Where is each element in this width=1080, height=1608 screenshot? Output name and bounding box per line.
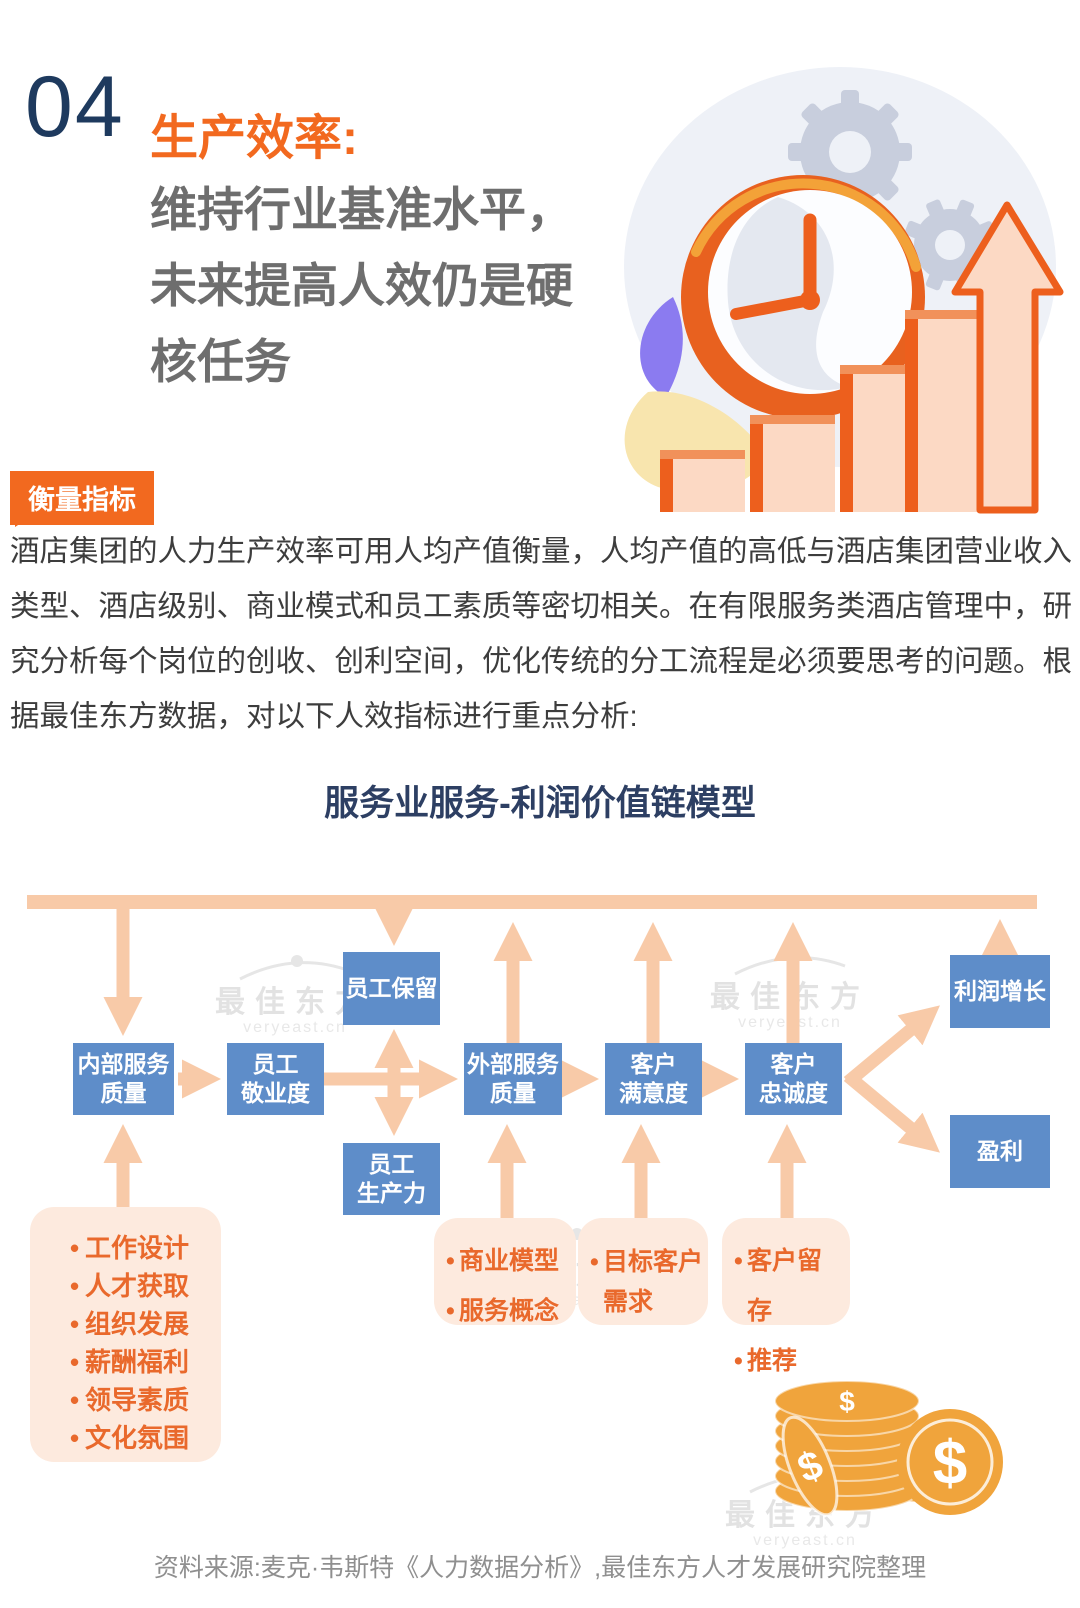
list-item: 工作设计 [70, 1229, 221, 1267]
list-item: 薪酬福利 [70, 1343, 221, 1381]
list-item: 目标客户需求 [590, 1236, 704, 1322]
svg-text:$: $ [933, 1429, 967, 1498]
node-label: 客户 [630, 1051, 677, 1077]
node-label: 员工 [368, 1151, 415, 1177]
node-profit-growth: 利润增长 [950, 955, 1050, 1028]
customer-retention-panel: 客户留存 推荐 [722, 1218, 850, 1386]
svg-text:$: $ [839, 1386, 855, 1417]
productivity-clock-illustration [624, 67, 1064, 514]
node-employee-retention: 员工保留 [343, 952, 440, 1025]
node-label: 质量 [100, 1080, 147, 1106]
feedback-bar [27, 895, 1037, 909]
badge-label: 衡量指标 [28, 485, 136, 515]
purple-leaf [640, 297, 683, 397]
node-label: 忠诚度 [759, 1080, 828, 1106]
list-item: 推荐 [734, 1336, 846, 1386]
coins-icon: $ $ $ [774, 1380, 1003, 1517]
node-profitability: 盈利 [950, 1115, 1050, 1188]
node-external-service-quality: 外部服务 质量 [464, 1043, 562, 1115]
node-customer-satisfaction: 客户 满意度 [605, 1043, 702, 1115]
subtitle-line: 未来提高人效仍是硬 [150, 259, 573, 312]
node-label: 利润增长 [954, 978, 1046, 1004]
node-label: 盈利 [977, 1138, 1023, 1164]
node-label: 内部服务 [77, 1051, 170, 1077]
section-title: 生产效率: [150, 112, 358, 165]
node-customer-loyalty: 客户 忠诚度 [745, 1043, 842, 1115]
node-internal-service-quality: 内部服务 质量 [73, 1043, 174, 1115]
clock-icon [681, 175, 925, 419]
target-customer-panel: 目标客户需求 [578, 1218, 708, 1325]
node-label: 员工保留 [345, 975, 438, 1001]
list-item: 组织发展 [70, 1305, 221, 1343]
list-item: 文化氛围 [70, 1419, 221, 1457]
watermark: 最佳东方 veryeast.cn [215, 955, 375, 1036]
growth-arrow [951, 201, 1064, 514]
node-label: 外部服务 [467, 1051, 559, 1077]
measure-indicator-badge: 衡量指标 [10, 471, 154, 525]
subtitle-line: 维持行业基准水平， [150, 183, 573, 236]
growth-bars [660, 310, 985, 512]
hr-drivers-panel: 工作设计 人才获取 组织发展 薪酬福利 领导素质 文化氛围 [30, 1207, 221, 1462]
list-item: 服务概念 [446, 1286, 572, 1336]
section-number: 04 [25, 59, 125, 155]
watermark: 最佳东方 veryeast.cn [705, 950, 875, 1031]
node-label: 满意度 [619, 1080, 688, 1106]
node-label: 生产力 [357, 1180, 426, 1206]
intro-paragraph: 酒店集团的人力生产效率可用人均产值衡量，人均产值的高低与酒店集团营业收入类型、酒… [10, 535, 1073, 733]
node-label: 质量 [490, 1080, 536, 1106]
node-employee-productivity: 员工 生产力 [343, 1143, 440, 1215]
list-item: 客户留存 [734, 1236, 846, 1336]
subtitle-line: 核任务 [150, 335, 291, 388]
list-item: 领导素质 [70, 1381, 221, 1419]
list-item: 人才获取 [70, 1267, 221, 1305]
node-label: 客户 [770, 1051, 817, 1077]
source-note: 资料来源:麦克·韦斯特《人力数据分析》,最佳东方人才发展研究院整理 [153, 1554, 927, 1582]
list-item: 商业模型 [446, 1236, 572, 1286]
node-label: 员工 [252, 1051, 299, 1077]
badge-pointer [15, 512, 38, 527]
section-subtitle: 维持行业基准水平， 未来提高人效仍是硬 核任务 [150, 172, 620, 400]
node-employee-engagement: 员工 敬业度 [227, 1043, 324, 1115]
diagram-title: 服务业服务-利润价值链模型 [324, 784, 756, 823]
node-label: 敬业度 [241, 1080, 310, 1106]
business-model-panel: 商业模型 服务概念 [434, 1218, 576, 1336]
